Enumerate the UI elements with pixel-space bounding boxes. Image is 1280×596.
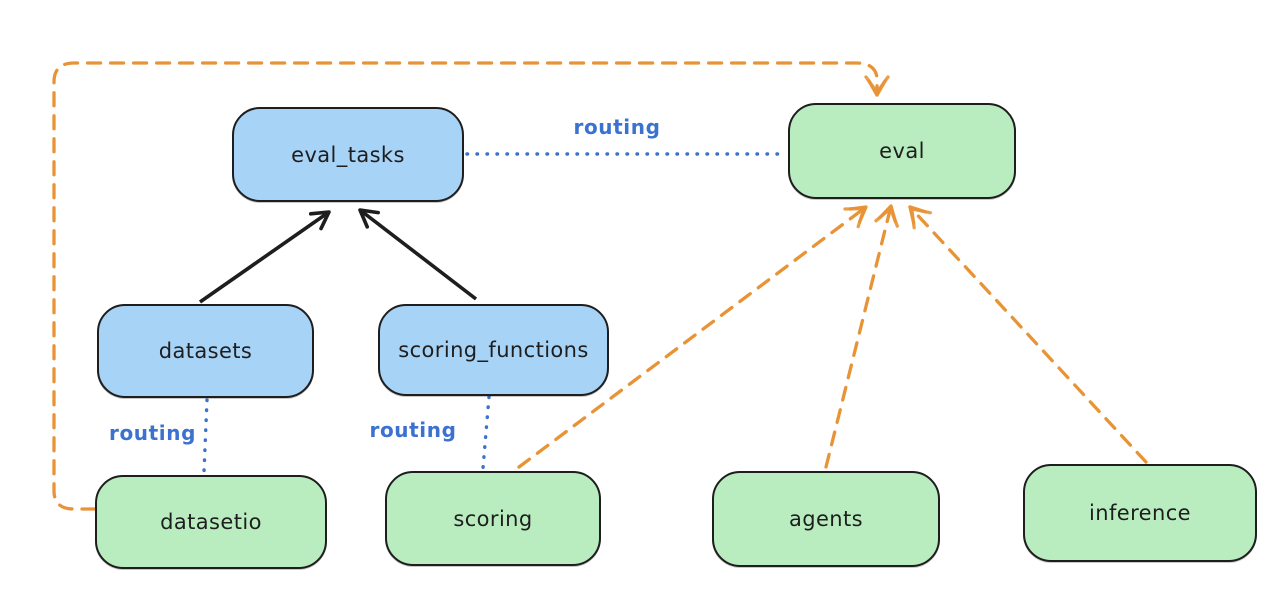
node-agents-label: agents bbox=[788, 507, 863, 531]
edge-label-routing-eval-tasks-eval: routing bbox=[573, 115, 661, 139]
edge-routing-scoring-functions-to-scoring bbox=[481, 395, 491, 470]
node-eval-tasks-label: eval_tasks bbox=[291, 142, 405, 167]
node-inference-label: inference bbox=[1089, 501, 1191, 525]
edge-routing-datasets-to-datasetio bbox=[202, 398, 209, 474]
node-scoring-label: scoring bbox=[453, 506, 533, 531]
edge-label-routing-scoring-functions-scoring: routing bbox=[369, 418, 457, 442]
node-eval: eval bbox=[788, 103, 1016, 199]
edge-scoring-functions-to-eval-tasks bbox=[358, 208, 478, 301]
edge-datasets-to-eval-tasks bbox=[198, 210, 331, 304]
node-agents: agents bbox=[712, 471, 940, 567]
edge-agents-to-eval bbox=[824, 204, 899, 469]
node-datasetio-label: datasetio bbox=[160, 510, 262, 534]
node-datasets: datasets bbox=[97, 304, 314, 398]
node-scoring-functions-label: scoring_functions bbox=[398, 338, 589, 362]
node-scoring-functions: scoring_functions bbox=[378, 304, 609, 396]
node-inference: inference bbox=[1023, 464, 1257, 562]
node-datasetio: datasetio bbox=[95, 475, 327, 569]
edge-inference-to-eval bbox=[908, 205, 1148, 464]
edge-scoring-to-eval bbox=[517, 205, 868, 469]
node-datasets-label: datasets bbox=[158, 339, 253, 363]
node-eval-label: eval bbox=[879, 139, 925, 163]
node-scoring: scoring bbox=[385, 471, 601, 566]
node-eval-tasks: eval_tasks bbox=[232, 107, 464, 202]
edge-label-routing-datasets-datasetio: routing bbox=[108, 421, 196, 445]
edge-datasetio-to-eval bbox=[52, 61, 890, 511]
